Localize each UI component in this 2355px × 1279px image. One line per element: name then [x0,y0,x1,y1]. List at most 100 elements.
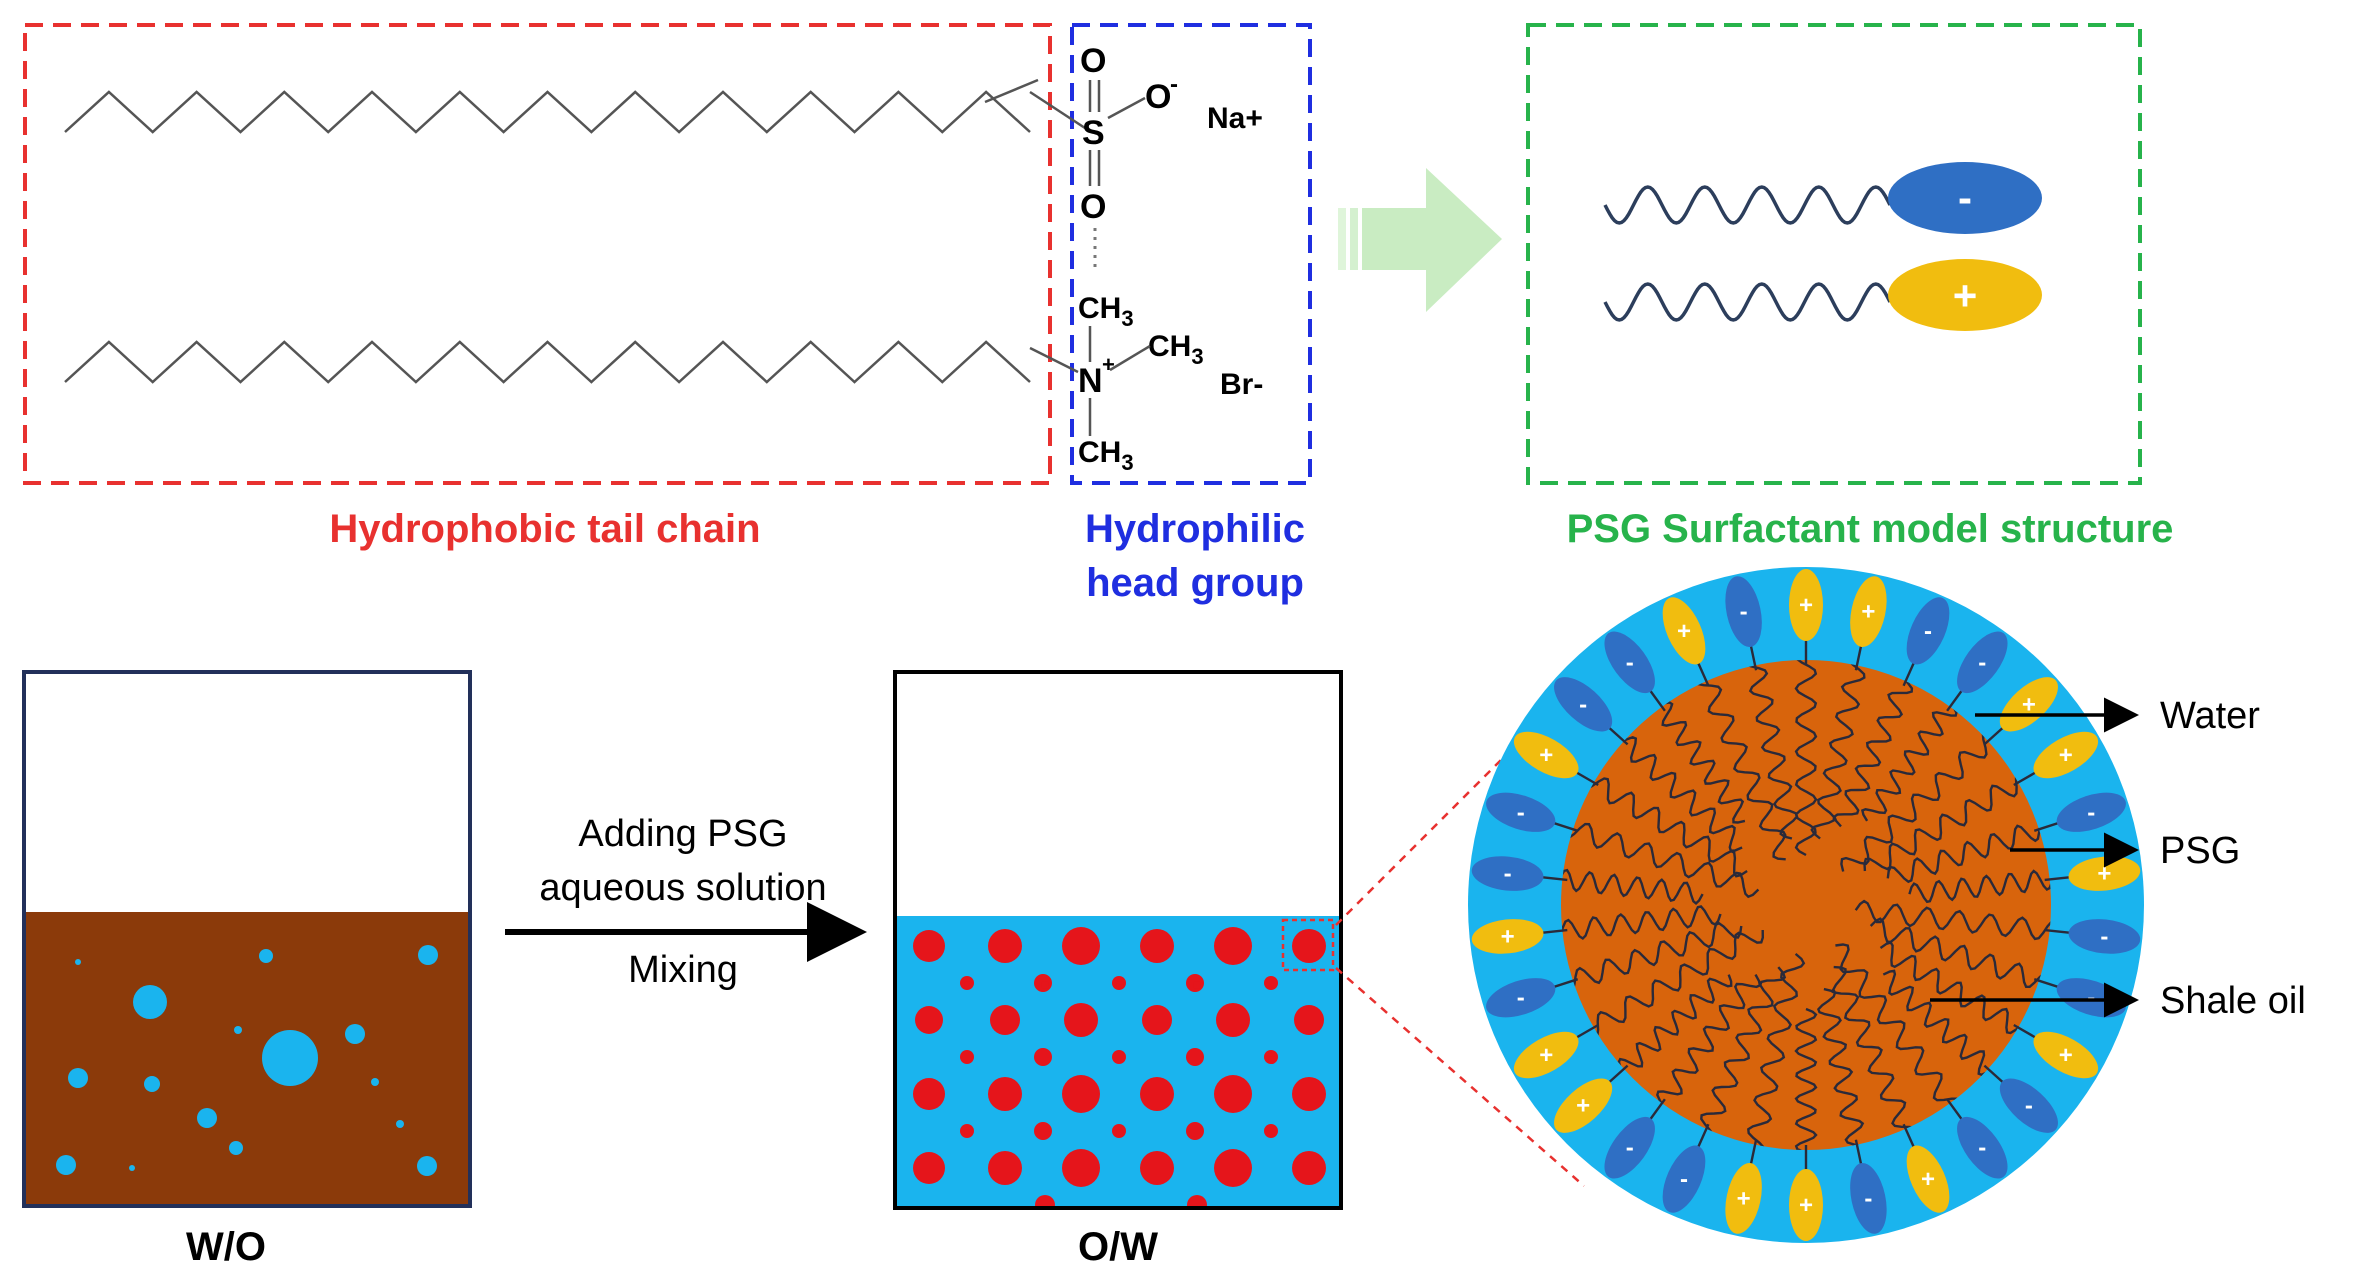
micelle-tail [1840,722,2012,872]
head-group-label-line2: head group [1086,561,1304,605]
micelle-tails [1561,660,2051,1150]
head-group-label-line1: Hydrophilic [1085,507,1305,551]
psg-anion-head: - [1957,1116,2008,1179]
oil-droplet [1140,1151,1174,1185]
oil-droplet [913,1152,945,1184]
s-o-minus-bond [1107,96,1146,120]
model-cation-head [1888,259,2042,331]
micelle-tail [1817,987,1870,1150]
step-label-line2: aqueous solution [539,867,826,909]
micelle-tail [1869,917,2051,998]
n-atom: N [1078,362,1103,400]
psg-anion-head: - [1999,1078,2058,1133]
psg-anion-head: - [1957,631,2008,694]
psg-anion-head: - [1486,792,1556,832]
sodium-ion: Na+ [1207,102,1263,135]
micelle-tail [1832,660,1925,828]
shale-oil-label: Shale oil [2160,980,2306,1022]
zoom-selection-box [1281,918,1335,972]
psg-cation-head: + [1662,597,1706,665]
micelle-tail [1600,974,1733,1088]
head-ellipse [1850,1163,1887,1234]
o-bottom-atom: O [1080,188,1106,226]
head-ellipse [1999,677,2058,732]
micelle-tail [1743,660,1799,840]
oil-droplet [1142,1005,1172,1035]
tail-chain-box [23,23,1052,485]
n-ch3-right-bond [1109,344,1151,372]
oil-droplet [1140,929,1174,963]
model-anion-head [1888,162,2042,234]
micelle-tail [1831,965,1919,1150]
head-ellipse [1554,677,1613,732]
oil-droplet-small [1264,1124,1278,1138]
head-sign: - [2100,923,2108,950]
micelle-tail [1640,974,1762,1126]
hydrophobic-chain-bottom [64,340,1031,384]
head-sign: + [1799,592,1813,619]
head-ellipse [1662,597,1706,665]
ow-oil-droplets [913,927,1326,1207]
psg-cation-head: + [2033,1031,2099,1079]
head-ellipse [1471,856,1544,891]
wo-water-droplets [56,945,438,1176]
oil-droplet [1214,927,1252,965]
water-droplet [229,1141,243,1155]
psg-anion-head: - [1554,677,1613,732]
head-sign: - [1517,799,1525,826]
oil-droplet [1062,1149,1100,1187]
psg-cation-head: + [1513,1031,1579,1079]
psg-cation-head: + [1906,1145,1950,1213]
psg-cation-head: + [2033,731,2099,779]
water-droplet [68,1068,88,1088]
head-sign: + [2022,691,2036,718]
head-ellipse [1471,919,1544,954]
water-droplet [262,1030,318,1086]
micelle-tail [1882,969,2009,1092]
wo-container-border [22,670,472,1208]
oil-droplet-tiny [1268,1056,1276,1064]
tail-chain-label: Hydrophobic tail chain [329,507,760,551]
psg-cation-head: + [1789,569,1823,641]
o-minus-atom: O [1145,78,1171,116]
water-droplet [129,1165,135,1171]
oil-droplet [1064,1003,1098,1037]
oil-droplet [988,929,1022,963]
head-sign: - [1626,649,1634,676]
water-droplet [197,1108,217,1128]
micelle-tail [1687,966,1787,1150]
head-sign: - [2087,799,2095,826]
oil-droplet [913,930,945,962]
psg-anion-head: - [1850,1163,1887,1234]
oil-droplet [990,1005,1020,1035]
micelle-tail [1860,684,1973,822]
head-ellipse [1662,1145,1706,1213]
head-sign: + [2059,742,2073,769]
head-ellipse [1604,631,1655,694]
model-cation-tail [1603,282,1892,322]
head-sign: + [1576,1093,1590,1120]
oil-droplet [1292,1077,1326,1111]
oil-droplet [1294,1005,1324,1035]
head-sign: + [1861,599,1875,626]
oil-droplet-small [1112,1050,1126,1064]
head-ellipse [1604,1116,1655,1179]
head-sign: - [1579,691,1587,718]
micelle-tail [1561,865,1704,905]
double-bond-line [984,78,1039,104]
ow-container-upper [895,672,1341,916]
chain-to-s-bond [1029,90,1086,130]
oil-droplet-tiny [1035,1195,1055,1207]
oil-droplet [988,1151,1022,1185]
hydrophobic-chain-top [64,90,1031,134]
oil-droplet-tiny [1193,981,1201,989]
head-sign: - [1978,649,1986,676]
micelle-tail [1561,812,1760,899]
head-ellipse [1957,631,2008,694]
micelle-tail [1835,943,1967,1128]
water-droplet [371,1078,379,1086]
model-anion-sign: - [1958,174,1972,221]
head-ellipse [1725,576,1762,647]
wo-container-upper [24,672,470,912]
psg-cation-head: + [1999,677,2058,732]
